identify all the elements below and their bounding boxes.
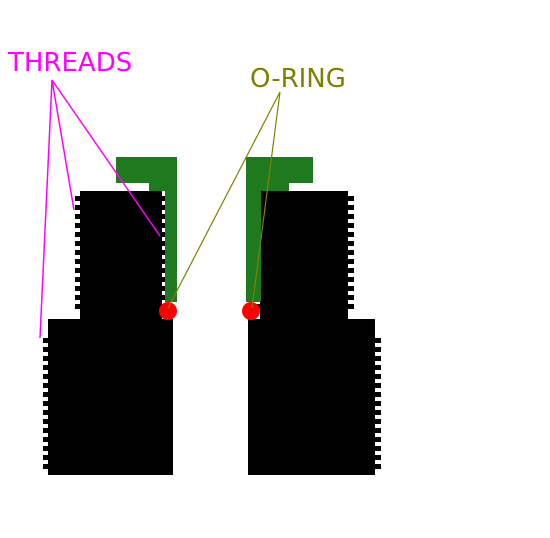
thread-tooth [347,196,354,201]
right-fitting [242,157,381,475]
thread-tooth [43,419,49,424]
thread-tooth [75,241,81,246]
thread-tooth [374,437,381,442]
thread-tooth [374,455,381,460]
o-ring-label: O-RING [250,64,346,94]
thread-tooth [374,392,381,397]
thread-tooth [347,241,354,246]
threads-leader-to-lower [39,79,53,339]
left-fitting [43,157,177,475]
thread-tooth [75,286,81,291]
thread-tooth [75,232,81,237]
thread-tooth [347,286,354,291]
thread-tooth [374,383,381,388]
thread-tooth [75,295,81,300]
o-ring-leader-to-left [167,91,281,309]
right-upper-body [260,191,348,319]
right-lower-body [248,319,375,475]
thread-tooth [43,410,49,415]
thread-tooth [75,259,81,264]
thread-tooth [374,410,381,415]
thread-tooth [161,205,166,210]
thread-tooth [75,223,81,228]
thread-tooth [347,304,354,309]
thread-tooth [374,356,381,361]
left-upper-outer-threads [75,196,81,309]
thread-tooth [161,277,166,282]
thread-tooth [161,259,166,264]
thread-tooth [43,446,49,451]
thread-tooth [347,259,354,264]
thread-tooth [161,250,166,255]
thread-tooth [374,446,381,451]
thread-tooth [43,383,49,388]
thread-tooth [161,232,166,237]
threads-leader-to-inner [51,79,161,237]
thread-tooth [161,196,166,201]
thread-tooth [75,277,81,282]
thread-tooth [43,464,49,469]
thread-tooth [374,374,381,379]
thread-tooth [374,464,381,469]
thread-tooth [161,286,166,291]
thread-tooth [75,214,81,219]
thread-tooth [75,196,81,201]
right-lower-threads [374,338,381,469]
thread-tooth [374,365,381,370]
left-lower-body [48,319,173,475]
threads-leader-to-left-upper [51,79,75,211]
thread-tooth [161,295,166,300]
thread-tooth [374,419,381,424]
thread-tooth [43,356,49,361]
thread-tooth [43,365,49,370]
thread-tooth [347,250,354,255]
right-upper-outer-threads [347,196,354,309]
thread-tooth [347,268,354,273]
thread-tooth [347,295,354,300]
left-upper-body [80,191,162,319]
thread-tooth [374,338,381,343]
right-o-ring [242,302,260,320]
thread-tooth [43,347,49,352]
thread-tooth [161,241,166,246]
thread-tooth [43,455,49,460]
thread-tooth [347,232,354,237]
thread-tooth [43,374,49,379]
threads-callout: THREADS [7,48,161,339]
thread-tooth [374,428,381,433]
thread-tooth [161,223,166,228]
thread-tooth [347,205,354,210]
thread-tooth [43,437,49,442]
thread-tooth [75,250,81,255]
o-ring-callout: O-RING [167,64,346,309]
left-seal-sleeve [116,157,177,302]
right-seal-sleeve [246,157,313,302]
thread-tooth [374,347,381,352]
left-lower-threads [43,338,49,469]
thread-tooth [43,428,49,433]
threads-label: THREADS [7,48,132,78]
thread-tooth [75,205,81,210]
thread-tooth [347,223,354,228]
o-ring-leader-to-right [251,91,281,309]
thread-tooth [75,268,81,273]
thread-tooth [347,277,354,282]
thread-tooth [161,268,166,273]
thread-tooth [161,214,166,219]
thread-tooth [374,401,381,406]
thread-tooth [75,304,81,309]
thread-tooth [43,401,49,406]
thread-tooth [43,392,49,397]
thread-tooth [347,214,354,219]
left-o-ring [159,302,177,320]
thread-tooth [43,338,49,343]
